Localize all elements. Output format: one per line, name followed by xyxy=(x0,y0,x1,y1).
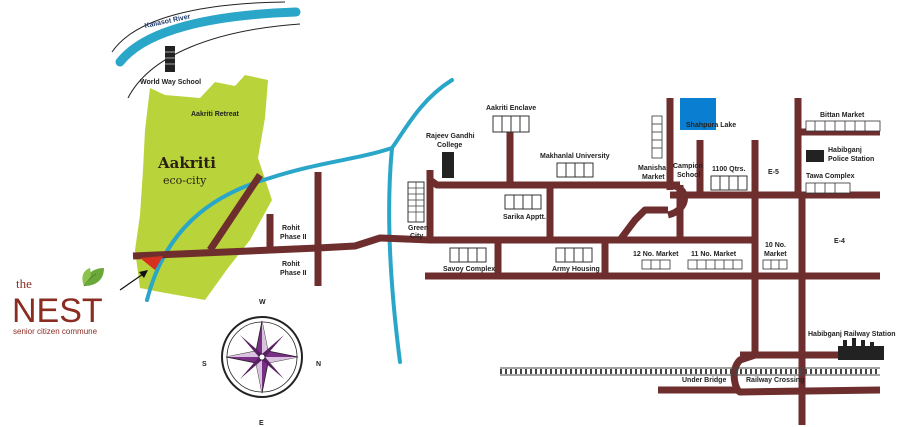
leaf-icon xyxy=(82,268,104,287)
label-aakriti-retreat: Aakriti Retreat xyxy=(191,111,240,118)
compass-rose-icon xyxy=(221,316,303,398)
label-rohit-phase-top: Rohit xyxy=(282,225,301,232)
kaliasot-river xyxy=(111,1,301,99)
label-twelve-market: 12 No. Market xyxy=(633,251,679,258)
army-housing-icon xyxy=(555,247,593,263)
label-manisha: Manisha xyxy=(638,165,666,172)
label-campion: Campion xyxy=(673,163,703,170)
compass-label-n: N xyxy=(316,361,321,368)
eleven-market-icon xyxy=(687,259,743,270)
label-e4: E-4 xyxy=(834,238,845,245)
label-sarika: Sarika Apptt. xyxy=(503,214,546,221)
label-aakriti-title: Aakriti xyxy=(157,154,216,172)
shahpura-lake xyxy=(680,98,716,130)
label-aakriti-enclave: Aakriti Enclave xyxy=(486,105,536,112)
label-world-way-school: World Way School xyxy=(140,79,201,86)
ten-market-icon xyxy=(762,259,788,270)
label-ten-market: Market xyxy=(764,251,787,258)
label-tawa-complex: Tawa Complex xyxy=(806,173,855,180)
label-rohit-phase-bot-2: Phase II xyxy=(280,270,307,277)
label-ten-no: 10 No. xyxy=(765,242,786,249)
green-city-tower-icon xyxy=(407,181,425,223)
label-eco-city: eco-city xyxy=(163,174,207,187)
manisha-market-icon xyxy=(651,115,663,159)
label-green-city: Green xyxy=(408,225,428,232)
label-eleven-market: 11 No. Market xyxy=(691,251,737,258)
aakriti-enclave-icon xyxy=(492,115,530,133)
habibganj-station-icon xyxy=(838,338,884,360)
the-nest-location-marker xyxy=(140,256,163,270)
label-green-city-2: City xyxy=(410,233,423,240)
label-police-station: Police Station xyxy=(828,156,874,163)
pointer-arrow-icon xyxy=(119,270,148,291)
rajeev-gandhi-college-icon xyxy=(442,152,454,178)
label-habibganj-station: Habibganj Railway Station xyxy=(808,331,896,338)
compass-label-w: W xyxy=(259,299,266,306)
logo-tagline: senior citizen commune xyxy=(13,327,98,336)
compass-label-e: E xyxy=(259,420,264,427)
label-school: School xyxy=(677,172,700,179)
label-makhanlal: Makhanlal University xyxy=(540,153,610,160)
label-shahpura-lake: Shahpura Lake xyxy=(686,122,736,129)
tawa-complex-icon xyxy=(805,182,851,194)
aakriti-eco-city-zone xyxy=(135,75,272,300)
river-channel xyxy=(145,78,454,302)
river-branch xyxy=(387,146,402,364)
qtrs-icon xyxy=(710,175,748,191)
savoy-icon xyxy=(449,247,487,263)
label-rohit-phase-bot: Rohit xyxy=(282,261,301,268)
police-station-icon xyxy=(806,150,824,162)
the-nest-logo: the NEST senior citizen commune xyxy=(12,268,104,336)
bittan-market-icon xyxy=(805,120,881,132)
railway-track xyxy=(500,367,880,376)
label-e5: E-5 xyxy=(768,169,779,176)
label-savoy: Savoy Complex xyxy=(443,266,495,273)
label-railway-crossing: Railway Crossing xyxy=(746,377,804,384)
label-under-bridge: Under Bridge xyxy=(682,377,726,384)
compass-label-s: S xyxy=(202,361,207,368)
label-college: College xyxy=(437,142,462,149)
world-way-school-icon xyxy=(165,46,175,72)
makhanlal-icon xyxy=(556,162,594,178)
road-network xyxy=(132,98,881,425)
label-qtrs: 1100 Qtrs. xyxy=(712,166,746,173)
label-rohit-phase-top-2: Phase II xyxy=(280,234,307,241)
label-army-housing: Army Housing xyxy=(552,266,600,273)
label-market: Market xyxy=(642,174,665,181)
logo-nest-text: NEST xyxy=(12,292,103,330)
twelve-market-icon xyxy=(641,259,671,270)
logo-the-text: the xyxy=(16,276,32,291)
sarika-icon xyxy=(504,194,542,210)
label-habibganj-police: Habibganj xyxy=(828,147,862,154)
label-bittan-market: Bittan Market xyxy=(820,112,865,119)
label-rajeev-gandhi: Rajeev Gandhi xyxy=(426,133,475,140)
